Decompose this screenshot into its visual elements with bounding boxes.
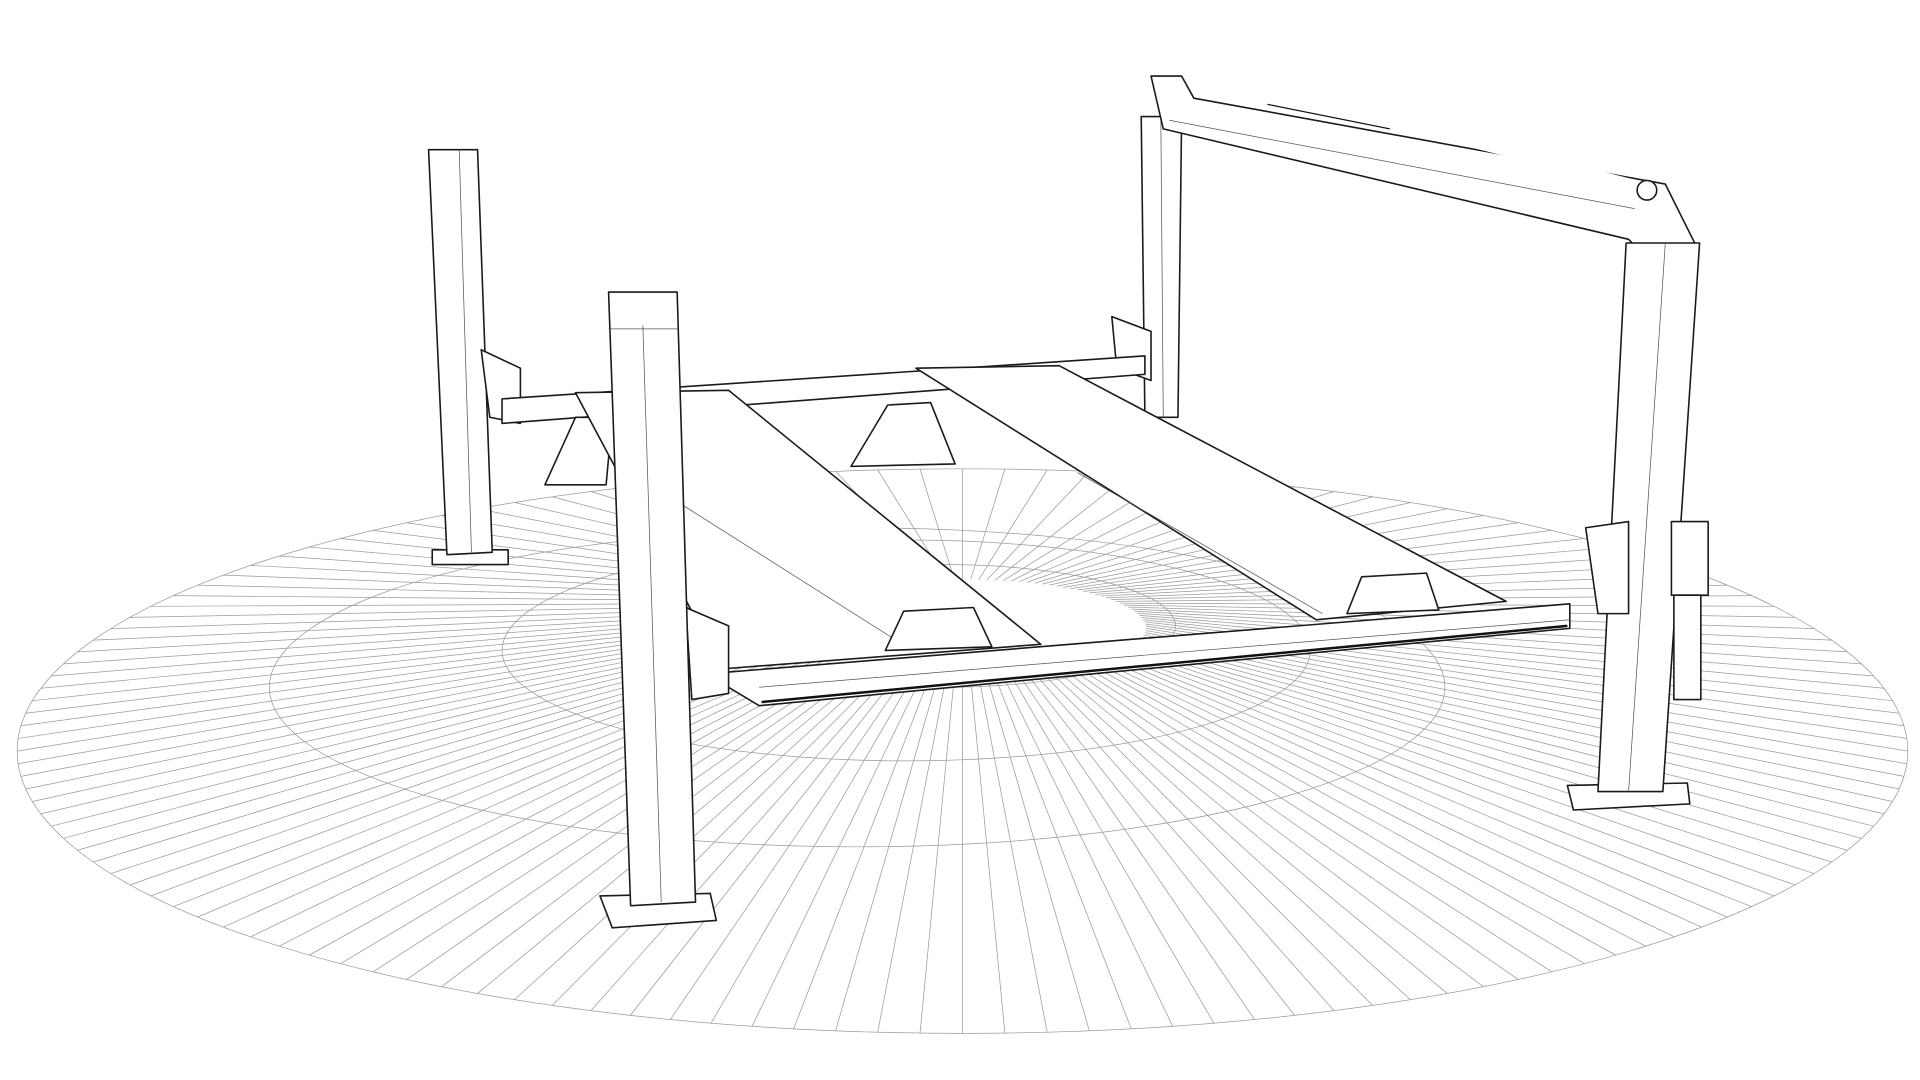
floor-ray xyxy=(1070,667,1519,980)
floor-ray xyxy=(670,674,906,1020)
top-beam xyxy=(1150,75,1697,247)
overhead-beam xyxy=(1150,75,1697,247)
floor-ray xyxy=(552,672,884,1006)
floor-ray xyxy=(514,671,876,1000)
post-column xyxy=(607,291,697,907)
floor-ray xyxy=(1131,647,1832,863)
floor-ray xyxy=(340,665,842,964)
floor-ray xyxy=(978,469,1048,580)
floor-ray xyxy=(223,658,819,928)
post-column xyxy=(427,148,494,556)
floor-ray xyxy=(250,660,825,938)
floor-ray xyxy=(994,676,1132,1029)
floor-ray xyxy=(1018,674,1255,1020)
floor-ray xyxy=(309,663,836,956)
floor-ray xyxy=(1076,666,1553,973)
floor-ray xyxy=(372,666,849,973)
floor-ray xyxy=(986,471,1090,580)
floor-ray xyxy=(710,675,914,1024)
floor-ray xyxy=(279,661,830,947)
runway xyxy=(915,364,1507,621)
floor-ray xyxy=(1141,638,1885,815)
floor-ray xyxy=(995,473,1132,581)
floor-ray xyxy=(1124,651,1796,886)
floor-ray xyxy=(835,676,939,1031)
floor-ray xyxy=(197,656,814,918)
floor-ray xyxy=(751,676,922,1027)
floor-ray xyxy=(1139,614,1874,677)
post-front-left xyxy=(599,291,730,929)
runway-right xyxy=(915,364,1507,621)
pulley xyxy=(1636,179,1658,201)
beam-support xyxy=(850,401,956,468)
floor-ray xyxy=(793,676,930,1029)
wheel-stop xyxy=(884,606,993,652)
floor-ray xyxy=(1026,674,1295,1016)
wheel-stop xyxy=(1346,572,1440,615)
floor-ray xyxy=(630,674,899,1016)
floor-ray xyxy=(1089,663,1616,956)
floor-ray xyxy=(1144,634,1900,790)
floor-ray xyxy=(978,677,1048,1033)
carriage-bracket xyxy=(684,606,730,701)
post-back-left xyxy=(427,148,522,566)
power-unit-tank xyxy=(1673,594,1702,701)
floor-ray xyxy=(1056,670,1448,994)
floor-ray xyxy=(1134,645,1848,851)
floor-ray xyxy=(1049,671,1411,1000)
floor-ray xyxy=(970,677,1006,1034)
floor-ray xyxy=(970,468,1006,580)
floor-ray xyxy=(1063,669,1484,987)
floor-ray xyxy=(1002,676,1174,1027)
floor-ray xyxy=(1034,673,1335,1011)
floor-ray xyxy=(1010,675,1215,1024)
floor-ray xyxy=(1083,665,1585,964)
floor-ray xyxy=(1100,660,1675,938)
post-front-right xyxy=(1566,242,1709,811)
floor-ray xyxy=(1127,649,1815,874)
power-unit-motor xyxy=(1670,520,1709,597)
floor-ray xyxy=(877,677,947,1033)
floor-ray xyxy=(1105,658,1702,928)
floor-ray xyxy=(1115,655,1752,907)
post-column xyxy=(1597,242,1701,793)
floor-ray xyxy=(1137,612,1862,665)
floor-ray xyxy=(1139,641,1874,827)
floor-ray xyxy=(986,676,1090,1031)
floor-ray xyxy=(1137,643,1862,839)
floor-ray xyxy=(590,673,891,1011)
floor-ray xyxy=(1095,661,1646,947)
floor-ray xyxy=(1041,672,1373,1006)
floor-ray xyxy=(1143,636,1893,802)
floor-ray xyxy=(919,468,955,580)
carriage-bracket xyxy=(1584,520,1630,615)
floor-ray xyxy=(919,677,955,1034)
floor-ray xyxy=(1119,653,1775,897)
floor-ray xyxy=(1110,656,1728,918)
